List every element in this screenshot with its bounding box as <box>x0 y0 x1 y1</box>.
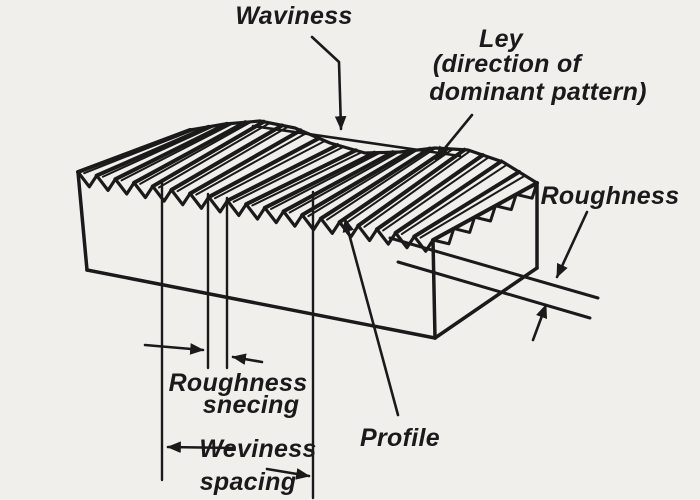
waviness-leader-arrow <box>310 35 347 131</box>
lay-ridge-line <box>83 127 198 175</box>
lay-ridge-line <box>188 128 303 196</box>
waviness-label: Waviness <box>235 2 352 30</box>
lay-ridge-line <box>101 124 216 178</box>
lay-ridge-line <box>300 148 414 217</box>
lay-ridge-line <box>113 121 229 182</box>
lay-ridge-line <box>288 151 400 214</box>
lay-ridge-line <box>132 120 248 185</box>
lay-ridge-line <box>419 174 527 239</box>
lay-ridge-line <box>337 146 450 225</box>
lay-ridge-line <box>169 123 285 192</box>
lay-ridge-line <box>213 139 327 200</box>
lay-ridge-line <box>393 159 504 235</box>
lay-ridge-line <box>270 151 382 210</box>
lay-ridge-line <box>307 149 419 218</box>
roughness-spacing-label-line2: snecing <box>203 391 300 419</box>
block-outline <box>76 170 539 340</box>
waviness-spacing-left-arrow <box>166 441 236 454</box>
lay-ridge-line <box>157 121 271 189</box>
lay-ridge-line <box>225 143 340 203</box>
lay-ridge-line <box>195 131 308 196</box>
roughness-label: Roughness <box>541 182 680 210</box>
waviness-spacing-label-line2: spacing <box>200 468 297 496</box>
lay-ridge-line <box>76 128 192 174</box>
roughness-height-band <box>388 236 600 320</box>
lay-ridge-line <box>400 163 509 236</box>
roughness-band-upper-line <box>388 236 600 300</box>
lay-label-line3: dominant pattern) <box>429 78 647 106</box>
roughness-lower-arrow <box>531 303 548 342</box>
lay-ridge-line <box>251 151 363 207</box>
lay-ridge-line <box>232 145 345 203</box>
block-left-edge <box>76 170 89 272</box>
extension-lines <box>160 178 315 500</box>
lay-ridge-line <box>150 119 266 189</box>
profile-label: Profile <box>360 424 440 452</box>
ridged-top-surface <box>76 119 539 253</box>
lay-ridge-line <box>139 120 253 185</box>
waviness-spacing-label-line1: Weviness <box>199 435 316 463</box>
roughness-spacing-left-arrow <box>143 343 205 355</box>
roughness-upper-arrow <box>555 210 589 279</box>
front-serrated-profile-edge <box>76 170 435 253</box>
profile-leader-arrow <box>342 217 400 417</box>
lay-ridge-line <box>431 181 539 242</box>
block-right-face-bottom-edge <box>433 266 539 340</box>
lay-ridge-line <box>176 125 290 193</box>
lay-ridge-line <box>244 148 358 207</box>
lay-leader-arrow <box>434 113 474 161</box>
lay-ridge-line <box>206 136 321 200</box>
lay-label-line1: Ley <box>479 25 524 53</box>
lay-label-line2: (direction of <box>433 50 584 78</box>
roughness-spacing-label-line1: Roughness <box>169 369 308 397</box>
lay-ridge-line <box>318 146 432 221</box>
right-face-serrated-edge <box>431 181 539 246</box>
lay-ridge-line <box>281 150 395 214</box>
waviness-silhouette-edge <box>188 119 539 185</box>
lay-ridge-line <box>262 150 377 210</box>
waviness-envelope-line <box>251 124 462 158</box>
block-front-bottom-edge <box>85 268 437 340</box>
lay-ridge-line <box>382 156 490 232</box>
roughness-band-lower-line <box>396 260 592 320</box>
lay-ridge-line <box>94 124 211 178</box>
lay-ridge-line <box>374 153 485 232</box>
roughness-spacing-right-arrow <box>231 353 264 365</box>
lay-ridge-line <box>356 147 467 228</box>
lay-ridge-line <box>363 149 472 228</box>
lay-ridge-line <box>120 122 234 182</box>
lay-ridge-line <box>344 148 454 225</box>
block-front-right-edge <box>431 238 437 340</box>
lay-ridge-line <box>412 169 522 239</box>
waviness-spacing-right-arrow <box>265 467 311 480</box>
lay-ridge-line <box>326 147 437 221</box>
